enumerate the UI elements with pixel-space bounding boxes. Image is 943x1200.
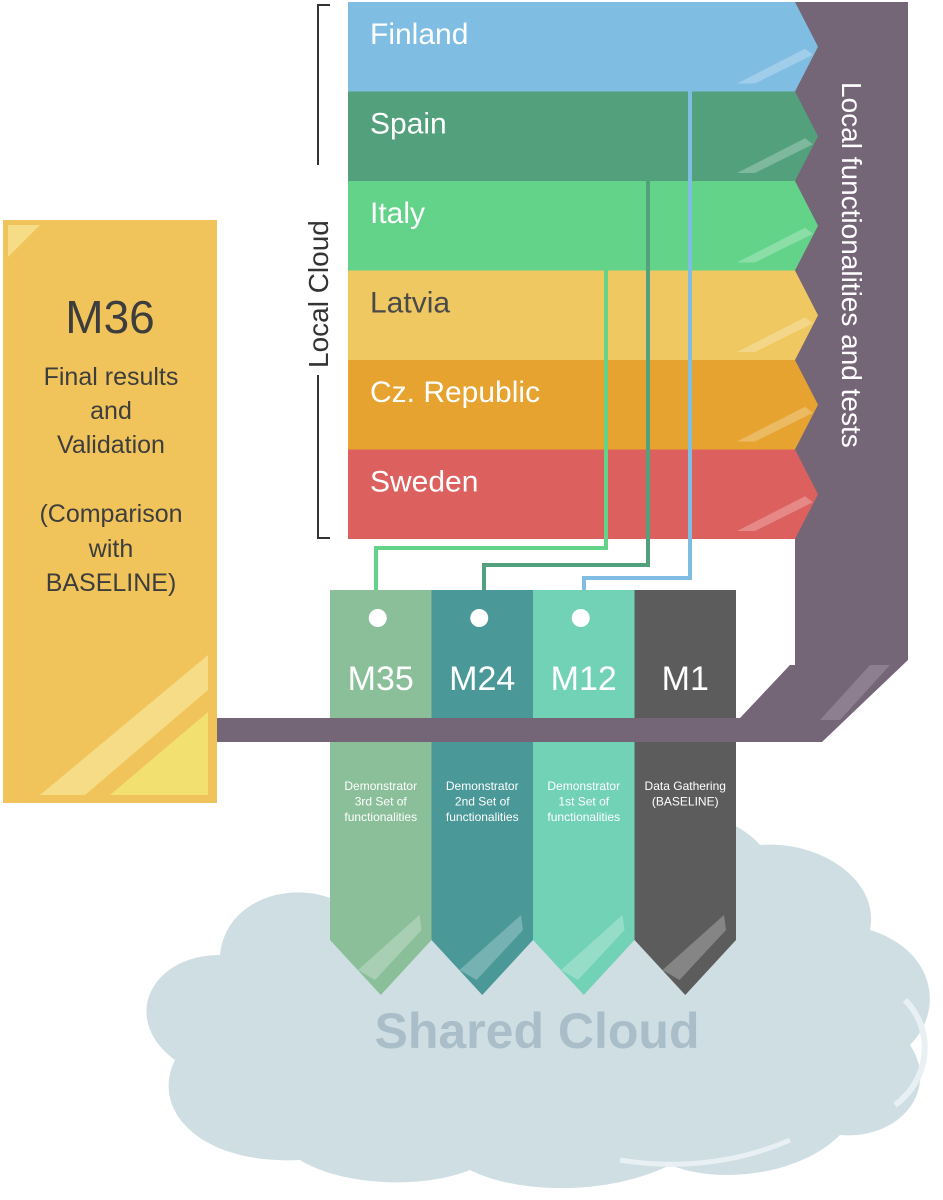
cloud-highlight xyxy=(619,1137,792,1167)
shared-cloud-label: Shared Cloud xyxy=(374,1003,699,1059)
milestone-column-shape xyxy=(431,590,533,995)
country-bar-shape xyxy=(348,449,818,539)
country-label: Spain xyxy=(370,108,447,141)
final-description-line: with xyxy=(88,535,133,563)
country-bar-cz-republic: Cz. Republic xyxy=(348,360,818,450)
box-glare-top xyxy=(8,225,40,257)
connector-line xyxy=(482,180,650,610)
final-description-line: BASELINE) xyxy=(46,569,177,597)
milestone-description-line: Demonstrator xyxy=(344,779,417,793)
box-glare-fill xyxy=(110,712,208,795)
country-bar-spain: Spain xyxy=(348,91,818,181)
country-label: Sweden xyxy=(370,466,478,499)
milestone-column-shape xyxy=(634,590,736,995)
milestone-id: M12 xyxy=(551,660,617,698)
final-description-line: (Comparison xyxy=(39,500,182,528)
connector-dot xyxy=(470,609,489,627)
box-glare-bottom xyxy=(40,655,208,795)
milestone-description-line: functionalities xyxy=(446,810,519,824)
local-tests-band: Local functionalities and tests xyxy=(140,2,908,742)
milestone-column-shape xyxy=(330,590,432,995)
country-label: Latvia xyxy=(370,287,450,320)
country-bar-shape xyxy=(348,91,818,181)
final-description-line: Validation xyxy=(57,431,165,459)
bar-glare xyxy=(737,406,813,442)
milestone-description-line: Data Gathering xyxy=(645,779,726,793)
country-bar-shape xyxy=(348,2,818,92)
column-glare xyxy=(662,915,726,980)
milestone-description-line: functionalities xyxy=(547,810,620,824)
local-tests-corner xyxy=(740,665,860,720)
bar-glare xyxy=(737,227,813,263)
band-glare xyxy=(820,665,890,720)
country-label: Italy xyxy=(370,197,425,230)
timeline-arrow xyxy=(140,718,740,742)
connector-dot xyxy=(571,609,590,627)
cloud-highlight xyxy=(893,997,928,1108)
milestone-id: M35 xyxy=(348,660,414,698)
final-description-line: and xyxy=(90,397,132,425)
final-description-line: Final results xyxy=(44,363,179,391)
milestone-description-line: 3rd Set of xyxy=(355,795,408,809)
country-bar-sweden: Sweden xyxy=(348,449,818,539)
bar-glare xyxy=(737,138,813,173)
country-label: Finland xyxy=(370,18,468,51)
milestone-description-line: (BASELINE) xyxy=(652,795,719,809)
country-bar-shape xyxy=(348,181,818,271)
milestone-description-line: functionalities xyxy=(344,810,417,824)
bar-glare xyxy=(737,317,813,352)
connector-dot xyxy=(368,609,387,627)
bar-glare xyxy=(737,496,813,531)
column-glare xyxy=(561,915,625,980)
local-tests-label: Local functionalities and tests xyxy=(836,82,867,448)
milestone-description-line: 2nd Set of xyxy=(455,795,510,809)
country-bar-latvia: Latvia xyxy=(348,270,818,360)
bracket-bottom xyxy=(317,375,330,539)
local-cloud-bracket: Local Cloud xyxy=(303,4,334,539)
country-bar-shape xyxy=(348,360,818,450)
connector-line xyxy=(374,268,608,610)
milestone-description-line: 1st Set of xyxy=(558,795,609,809)
final-milestone-id: M36 xyxy=(65,291,154,343)
milestone-id: M1 xyxy=(662,660,709,698)
country-label: Cz. Republic xyxy=(370,376,540,409)
milestone-description-line: Demonstrator xyxy=(547,779,620,793)
country-bar-italy: Italy xyxy=(348,181,818,271)
country-bar-finland: Finland xyxy=(348,2,818,92)
milestone-id: M24 xyxy=(449,660,515,698)
milestone-description-line: Demonstrator xyxy=(446,779,519,793)
local-cloud-label: Local Cloud xyxy=(303,220,334,368)
column-glare xyxy=(459,915,523,980)
milestone-column-shape xyxy=(533,590,635,995)
bar-glare xyxy=(737,48,813,84)
bracket-top xyxy=(317,4,330,165)
column-glare xyxy=(358,915,422,980)
country-bar-shape xyxy=(348,270,818,360)
